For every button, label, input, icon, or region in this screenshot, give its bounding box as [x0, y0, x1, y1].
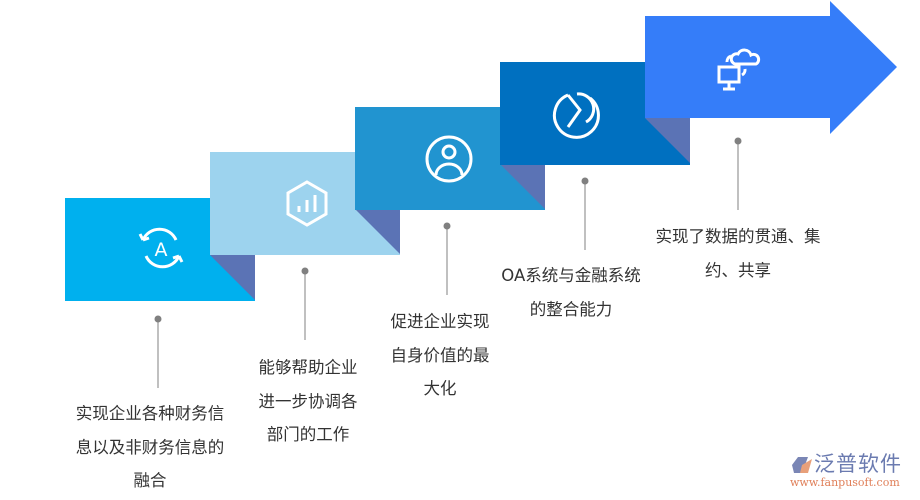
text-line: 约、共享: [705, 260, 771, 280]
text-line: 息以及非财务信息的: [75, 437, 225, 457]
text-line: 进一步协调各: [258, 391, 358, 411]
step-1-text: 实现企业各种财务信 息以及非财务信息的 融合: [76, 397, 225, 498]
step-5-text: 实现了数据的贯通、集 约、共享: [656, 220, 821, 287]
text-line: 实现企业各种财务信: [75, 404, 225, 423]
text-line: 的整合能力: [529, 299, 613, 319]
logo-name: 泛普软件: [814, 452, 902, 476]
pin-2: [301, 267, 309, 340]
fold-4: [645, 118, 690, 163]
fold-1: [210, 255, 255, 300]
pin-1: [154, 315, 162, 388]
pin-3: [443, 222, 451, 295]
text-line: 大化: [423, 379, 457, 398]
step-2-text: 能够帮助企业 进一步协调各 部门的工作: [259, 351, 358, 452]
fanpusoft-logo: 泛普软件 www.fanpusoft.com: [790, 452, 915, 490]
text-line: 部门的工作: [266, 425, 350, 444]
fold-2: [355, 209, 400, 254]
refresh-a-icon: A: [138, 227, 184, 269]
pin-4: [581, 177, 589, 250]
step-4-text: OA系统与金融系统 的整合能力: [501, 259, 641, 326]
text-line: 自身价值的最: [390, 345, 490, 365]
step-3-text: 促进企业实现 自身价值的最 大化: [391, 305, 490, 406]
logo-mark-icon: [792, 457, 812, 473]
fold-3: [500, 164, 545, 209]
svg-text:A: A: [155, 239, 168, 261]
pin-5: [734, 137, 742, 210]
text-line: 融合: [133, 471, 167, 490]
logo-url: www.fanpusoft.com: [790, 476, 900, 489]
user-circle-icon: [425, 135, 473, 183]
text-line: 能够帮助企业: [258, 358, 358, 377]
hexagon-chart-icon: [286, 180, 328, 227]
pie-chart-icon: [552, 92, 600, 139]
text-line: 促进企业实现: [390, 312, 490, 331]
text-line: OA系统与金融系统: [501, 266, 641, 285]
text-line: 实现了数据的贯通、集: [655, 227, 821, 246]
step-5-arrow: [645, 1, 897, 134]
cloud-sync-icon: [717, 48, 761, 91]
